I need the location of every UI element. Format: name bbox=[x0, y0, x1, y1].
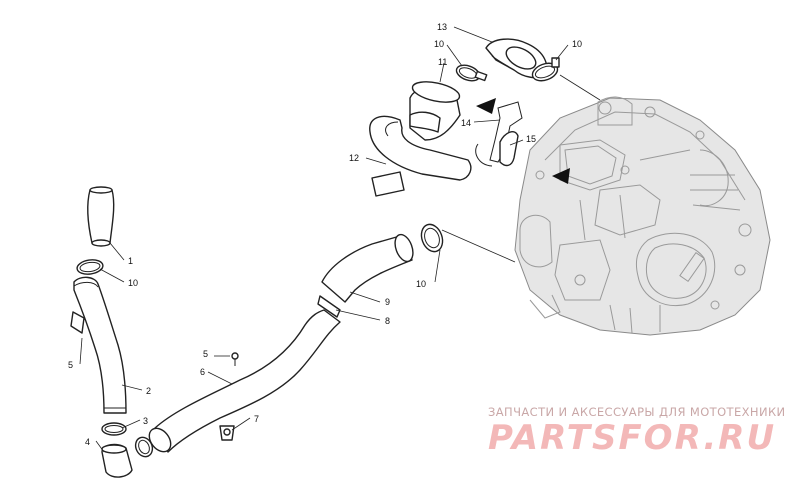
callout-5-left: 5 bbox=[68, 360, 73, 370]
callout-5-bolt: 5 bbox=[203, 349, 208, 359]
part-10-clamp-engine bbox=[420, 223, 444, 253]
callout-7: 7 bbox=[254, 414, 259, 424]
part-4-elbow bbox=[101, 443, 133, 478]
part-8-coupler bbox=[317, 295, 341, 318]
callout-10-upper-left: 10 bbox=[434, 39, 444, 49]
part-9-upper-hose bbox=[321, 233, 414, 303]
callout-2: 2 bbox=[146, 386, 151, 396]
callout-10-upper-right: 10 bbox=[572, 39, 582, 49]
callout-9: 9 bbox=[385, 297, 390, 307]
callout-1: 1 bbox=[128, 256, 133, 266]
callout-6: 6 bbox=[200, 367, 205, 377]
callout-10-left: 10 bbox=[128, 278, 138, 288]
part-7-mount bbox=[219, 425, 235, 441]
callout-8: 8 bbox=[385, 316, 390, 326]
part-12-hose bbox=[369, 111, 472, 181]
part-3-clamp-lower bbox=[134, 436, 154, 458]
leader-lines bbox=[79, 26, 601, 453]
part-5-bracket-left bbox=[70, 311, 85, 334]
arrow-indicator-upper bbox=[476, 98, 496, 114]
callout-11: 11 bbox=[438, 57, 447, 67]
callout-15: 15 bbox=[526, 134, 536, 144]
part-10-clamp-left bbox=[76, 259, 104, 275]
part-1-intake-funnel bbox=[87, 186, 115, 247]
watermark-logo: PARTSFOR.RU bbox=[488, 418, 777, 458]
callout-14: 14 bbox=[461, 118, 471, 128]
part-10-clamp-upper-left bbox=[455, 64, 488, 82]
part-12-label-tag bbox=[371, 171, 405, 197]
callout-labels: 13 10 10 11 14 15 12 1 10 10 9 8 5 5 6 2… bbox=[68, 22, 582, 447]
callout-13: 13 bbox=[437, 22, 447, 32]
part-6-long-pipe bbox=[148, 309, 341, 453]
watermark-tagline: ЗАПЧАСТИ И АКСЕССУАРЫ ДЛЯ МОТОТЕХНИКИ bbox=[488, 405, 786, 419]
engine-assembly bbox=[514, 96, 771, 336]
arrow-indicator-engine bbox=[552, 168, 570, 184]
callout-12: 12 bbox=[349, 153, 359, 163]
callout-4: 4 bbox=[85, 437, 90, 447]
callout-10-engine: 10 bbox=[416, 279, 426, 289]
part-5-bolt bbox=[231, 352, 239, 366]
callout-3: 3 bbox=[143, 416, 148, 426]
part-10-clamp-upper-right bbox=[531, 57, 560, 82]
part-15-small-hose bbox=[499, 131, 519, 167]
part-3-clamp bbox=[101, 422, 127, 436]
